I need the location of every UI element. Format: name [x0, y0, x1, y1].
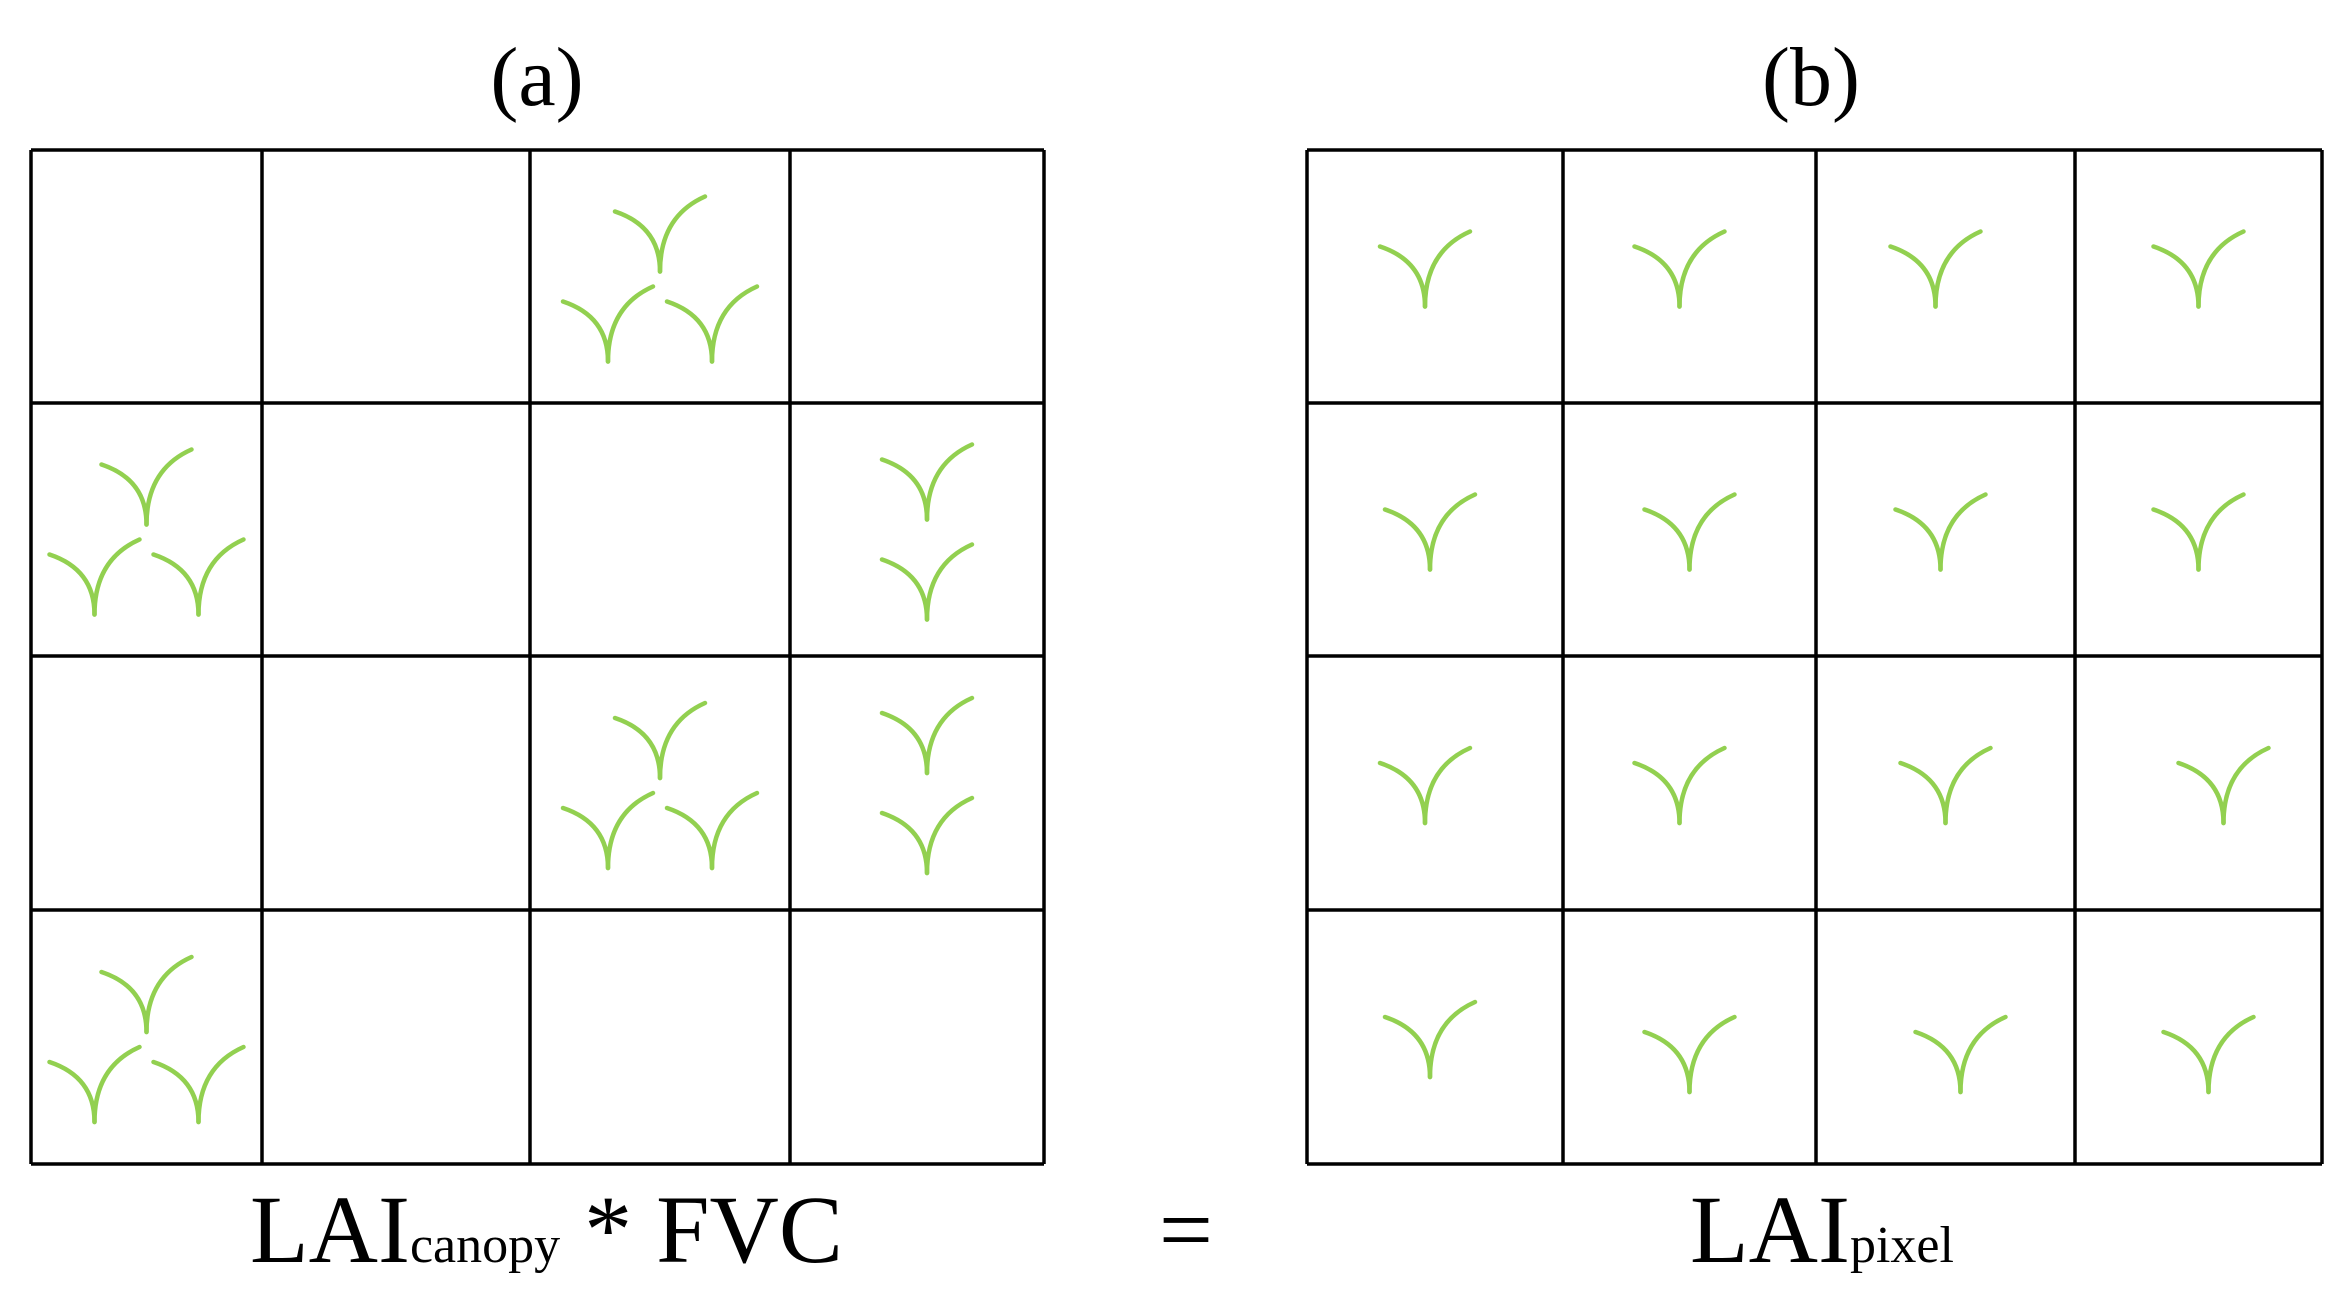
seedling-icon [154, 1047, 244, 1122]
seedling-icon [1380, 748, 1470, 823]
seedling-icon [2164, 1017, 2254, 1092]
lai-label: LAI [250, 1176, 410, 1283]
seedling-icon [1635, 232, 1725, 307]
panel-a-title: (a) [490, 31, 583, 124]
pixel-subscript: pixel [1850, 1217, 1954, 1274]
seedling-icon [1916, 1017, 2006, 1092]
lai-label: LAI [1690, 1176, 1850, 1283]
seedling-icon [667, 287, 757, 362]
canopy-grid-lines [29, 148, 1046, 1166]
seedling-icon [882, 698, 972, 773]
seedling-icon [2154, 232, 2244, 307]
canopy-grid [29, 148, 1046, 1166]
seedling-icon [1645, 495, 1735, 570]
seedling-icon [102, 957, 192, 1032]
seedling-icon [1645, 1017, 1735, 1092]
pixel-grid-plants [1380, 232, 2269, 1093]
canopy-subscript: canopy [410, 1217, 560, 1274]
seedling-icon [1385, 495, 1475, 570]
pixel-grid-lines [1305, 148, 2324, 1166]
seedling-icon [50, 1047, 140, 1122]
seedling-icon [1896, 495, 1986, 570]
seedling-icon [615, 703, 705, 778]
formula-right: LAIpixel [1690, 1176, 1954, 1283]
seedling-icon [1380, 232, 1470, 307]
seedling-icon [615, 197, 705, 272]
seedling-icon [667, 793, 757, 868]
seedling-icon [2154, 495, 2244, 570]
seedling-icon [102, 450, 192, 525]
seedling-icon [50, 540, 140, 615]
seedling-icon [563, 287, 653, 362]
seedling-icon [1901, 748, 1991, 823]
seedling-icon [2179, 748, 2269, 823]
seedling-icon [563, 793, 653, 868]
seedling-icon [1635, 748, 1725, 823]
seedling-icon [882, 798, 972, 873]
seedling-icon [882, 445, 972, 520]
seedling-icon [1385, 1002, 1475, 1077]
canopy-grid-plants [50, 197, 973, 1123]
formula-left: LAIcanopy * FVC [250, 1176, 843, 1283]
seedling-icon [154, 540, 244, 615]
seedling-icon [882, 545, 972, 620]
equals-sign: = [1159, 1176, 1213, 1283]
fvc-term: * FVC [560, 1176, 843, 1283]
panel-b-title: (b) [1762, 31, 1860, 124]
seedling-icon [1891, 232, 1981, 307]
pixel-grid [1305, 148, 2324, 1166]
